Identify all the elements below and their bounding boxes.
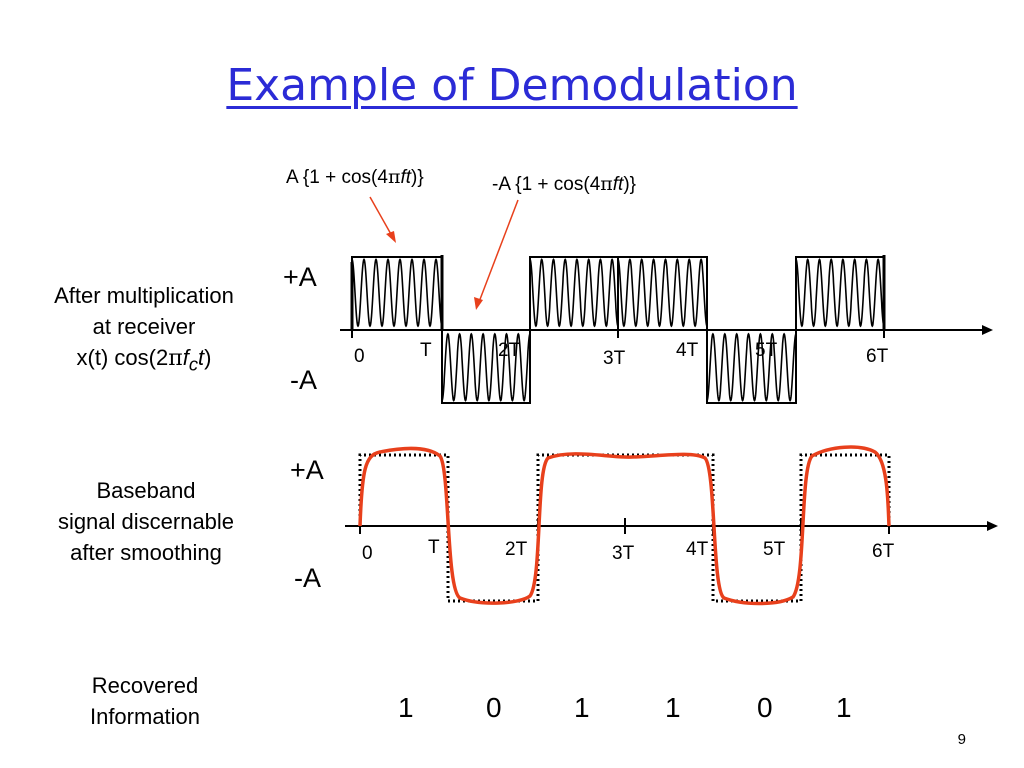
carrier-oscillation (351, 258, 443, 328)
top-tick-label: 5T (755, 340, 778, 361)
mid-plus-amplitude-label: +A (290, 455, 324, 485)
mid-tick-label: 2T (505, 539, 528, 560)
slide-title: Example of Demodulation (226, 60, 798, 111)
recovered-information-label: Recovered Information (89, 673, 201, 729)
mid-tick-label: 6T (872, 541, 895, 562)
mid-tick-label: T (428, 537, 440, 558)
ideal-baseband-dotted-trace (358, 453, 891, 603)
top-tick-label: 0 (354, 346, 365, 367)
baseband-time-axis (345, 521, 998, 531)
recovered-bit: 1 (398, 692, 414, 723)
top-tick-label: 2T (498, 340, 521, 361)
mid-minus-amplitude-label: -A (294, 563, 321, 593)
annotation-arrow-lower (474, 199, 519, 310)
lower-envelope-formula: -A {1 + cos(4πft)} (492, 173, 637, 195)
carrier-oscillation (795, 258, 885, 328)
bit-interval-envelope (617, 256, 708, 331)
recovered-bit: 1 (665, 692, 681, 723)
carrier-oscillation (441, 332, 531, 402)
carrier-oscillation (617, 258, 708, 328)
carrier-oscillation (529, 258, 619, 328)
mid-tick-label: 5T (763, 539, 786, 560)
baseband-label: Baseband signal discernable after smooth… (57, 478, 235, 565)
upper-envelope-formula: A {1 + cos(4πft)} (286, 166, 424, 188)
page-number: 9 (957, 731, 966, 748)
smoothed-baseband-curve (358, 445, 891, 606)
top-plus-amplitude-label: +A (283, 262, 317, 292)
top-minus-amplitude-label: -A (290, 365, 317, 395)
carrier-oscillation (706, 332, 797, 402)
ideal-square-wave (358, 453, 891, 603)
mid-tick-label: 4T (686, 539, 709, 560)
multiplication-label: After multiplication at receiver x(t) co… (54, 283, 234, 375)
recovered-bit: 1 (836, 692, 852, 723)
recovered-bit: 0 (486, 692, 502, 723)
bit-interval-envelope (706, 329, 797, 404)
mid-tick-label: 0 (362, 543, 373, 564)
mid-tick-label: 3T (612, 543, 635, 564)
bit-interval-envelope (441, 329, 531, 404)
top-tick-label: 6T (866, 346, 889, 367)
top-tick-label: T (420, 340, 432, 361)
top-tick-label: 3T (603, 348, 626, 369)
top-tick-label: 4T (676, 340, 699, 361)
annotation-arrow-upper (369, 196, 396, 243)
multiplied-signal-waveform (350, 255, 886, 404)
recovered-bit: 1 (574, 692, 590, 723)
recovered-bit: 0 (757, 692, 773, 723)
